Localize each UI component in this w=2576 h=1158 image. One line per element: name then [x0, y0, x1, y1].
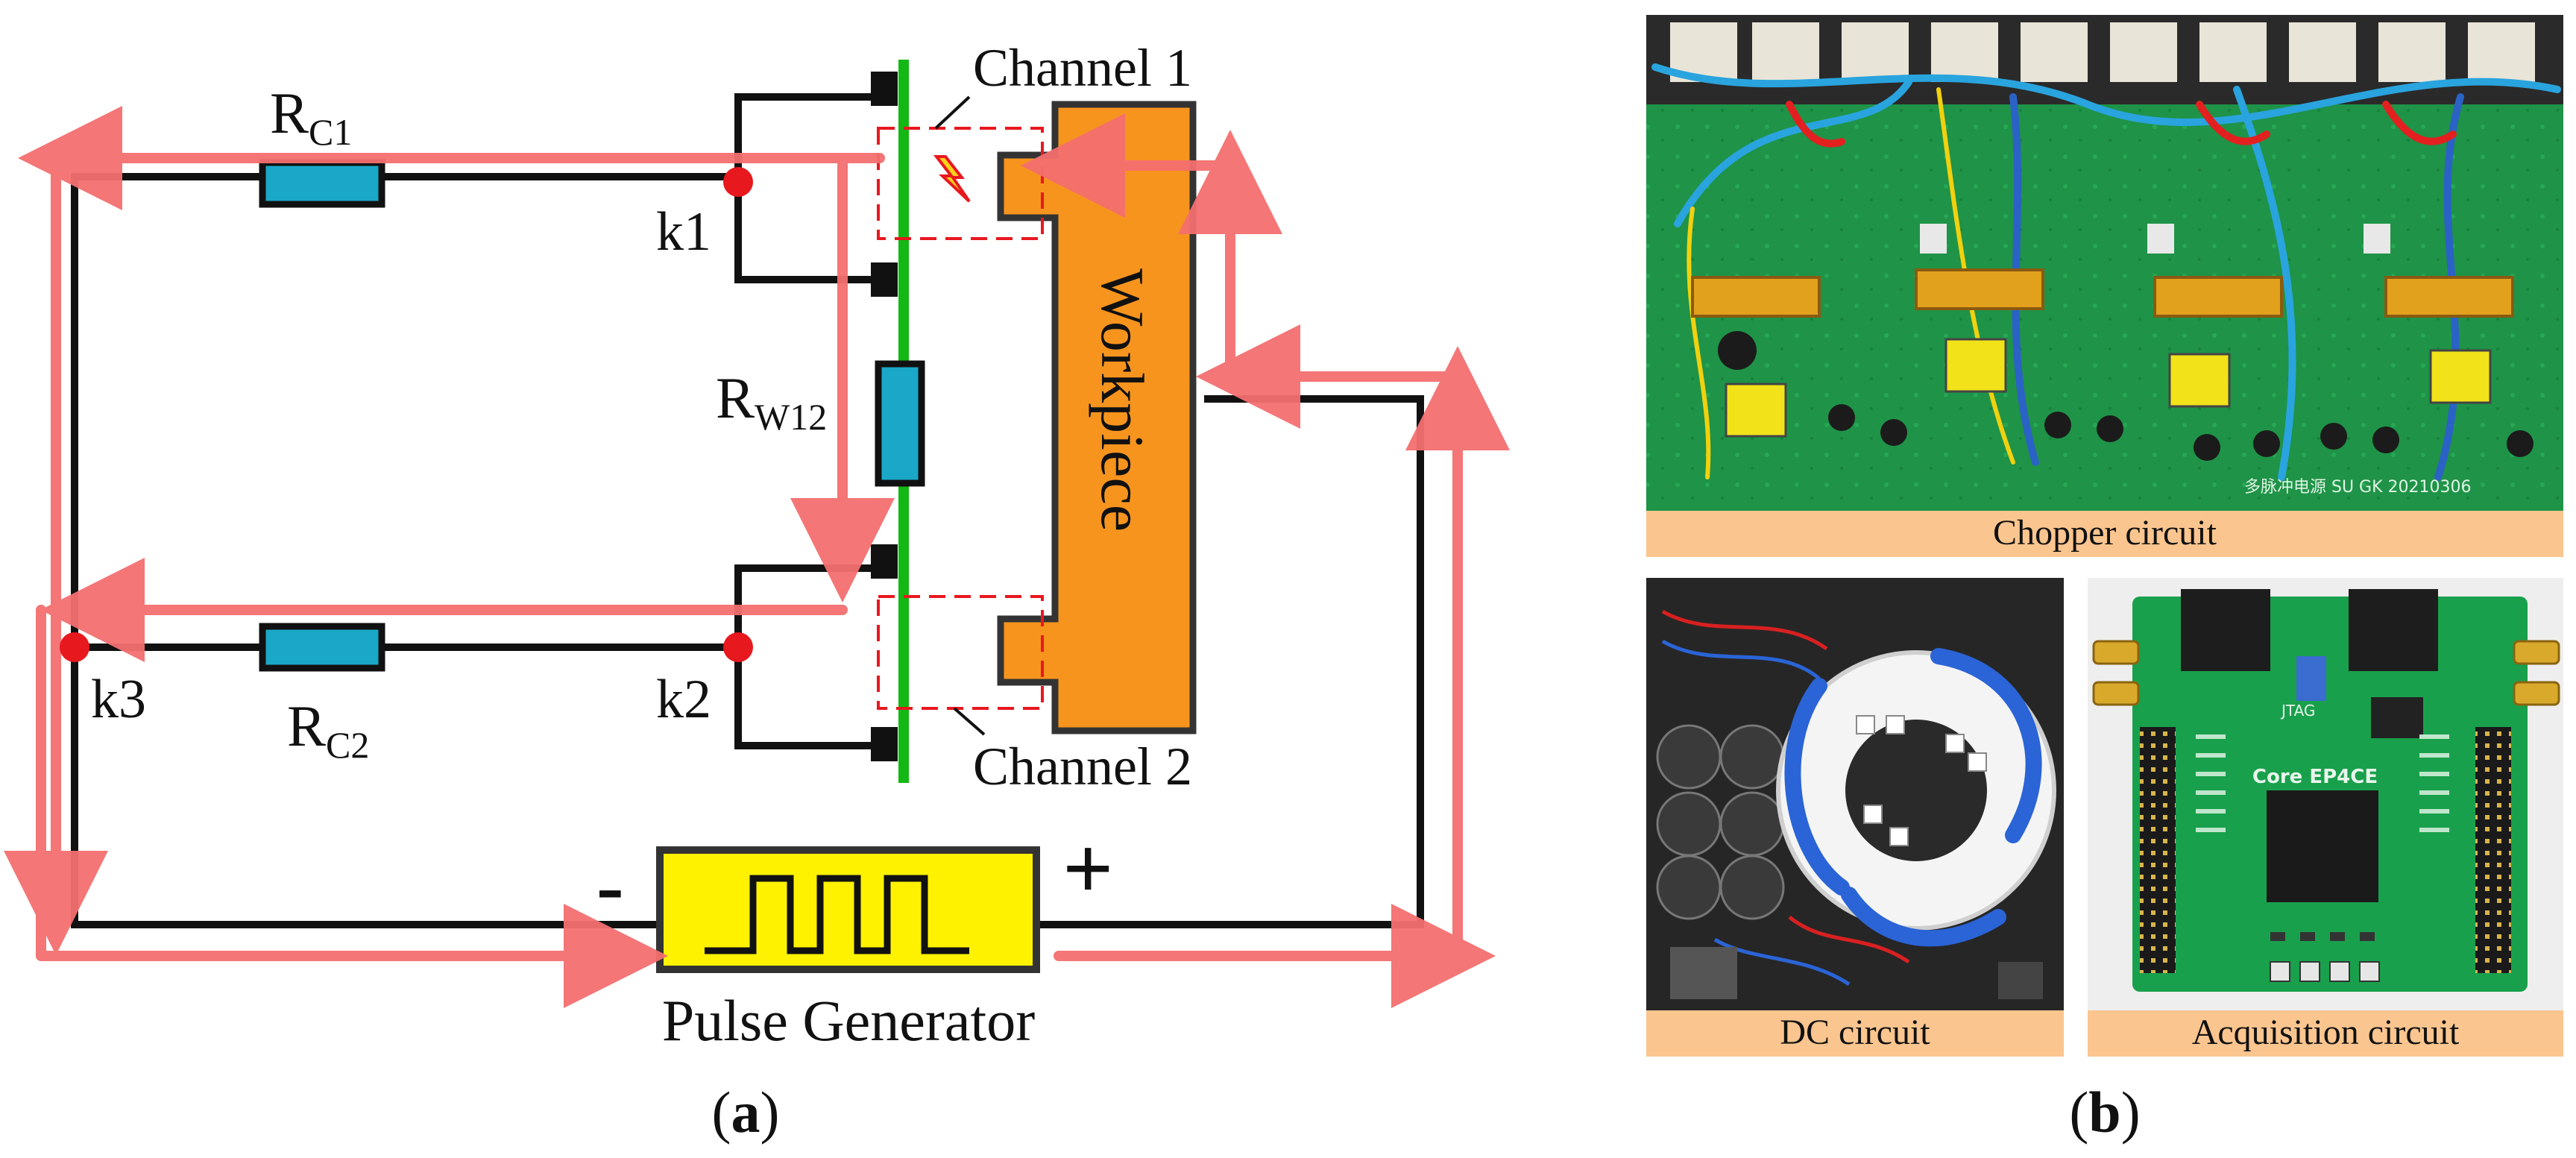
chopper-caption: Chopper circuit — [1993, 513, 2217, 553]
acquisition-photo: Core EP4CE JTAG Acquisition circuit — [2088, 578, 2563, 1057]
panel-b-photos: 多脉冲电源 SU GK 20210306 Chopper circuit — [1646, 15, 2563, 1145]
acquisition-chip-text: Core EP4CE — [2252, 766, 2378, 788]
circuit-wires — [71, 93, 1424, 928]
channel-1-label: Channel 1 — [973, 38, 1192, 98]
chopper-photo: 多脉冲电源 SU GK 20210306 Chopper circuit — [1646, 15, 2563, 557]
node-k1-dot — [723, 167, 753, 197]
current-arrows — [4, 106, 1510, 1008]
chopper-silk-text: 多脉冲电源 SU GK 20210306 — [2244, 478, 2472, 497]
acquisition-caption: Acquisition circuit — [2192, 1013, 2460, 1052]
panel-a-caption: (a) — [712, 1080, 780, 1145]
fpga-chip — [2267, 790, 2378, 902]
resistor-rc1-body — [259, 159, 385, 208]
acquisition-caption-bar — [2088, 1010, 2563, 1057]
minus-sign: - — [596, 840, 624, 931]
node-k1-label: k1 — [656, 201, 711, 262]
wire-top-branch — [71, 173, 738, 928]
resistor-rc2-body — [259, 623, 385, 672]
electrode-pin-4 — [871, 727, 898, 761]
pulse-generator-label: Pulse Generator — [662, 988, 1035, 1053]
dc-caption: DC circuit — [1780, 1013, 1930, 1052]
node-k2-dot — [723, 632, 753, 662]
dc-photo: DC circuit — [1646, 578, 2064, 1057]
electrode-pin-1 — [871, 72, 898, 106]
spark-icon — [933, 155, 971, 203]
plus-sign: + — [1062, 819, 1113, 918]
node-k3-dot — [60, 632, 89, 662]
workpiece-body — [997, 101, 1197, 734]
resistor-rw12-label: RW12 — [716, 365, 827, 438]
channel-2-leader — [953, 707, 986, 736]
wire-right-return — [1040, 395, 1424, 928]
current-arrow-left-inner — [36, 605, 668, 1008]
resistor-rw12-body — [875, 360, 925, 487]
electrode-pin-2 — [871, 262, 898, 297]
channel-2-label: Channel 2 — [973, 737, 1192, 796]
wire-k1-loop — [734, 93, 876, 283]
node-k3-label: k3 — [91, 669, 146, 730]
panel-a-circuit: RC1 RC2 RW12 k1 k2 k3 Channel 1 Channel … — [4, 38, 1510, 1145]
channel-2-box — [877, 595, 1044, 710]
chopper-caption-bar — [1646, 511, 2563, 557]
dc-caption-bar — [1646, 1010, 2064, 1057]
node-k2-label: k2 — [656, 669, 711, 730]
channel-1-leader — [934, 95, 971, 130]
resistor-rc2-label: RC2 — [287, 693, 369, 766]
resistor-rc1-label: RC1 — [270, 81, 352, 153]
acquisition-jtag-text: JTAG — [2280, 702, 2315, 720]
pulse-waveform-icon — [705, 875, 969, 954]
workpiece-label: Workpiece — [1089, 268, 1156, 532]
electrode-pin-3 — [871, 544, 898, 579]
panel-b-caption: (b) — [2069, 1080, 2140, 1145]
wire-k2-loop — [734, 564, 876, 749]
